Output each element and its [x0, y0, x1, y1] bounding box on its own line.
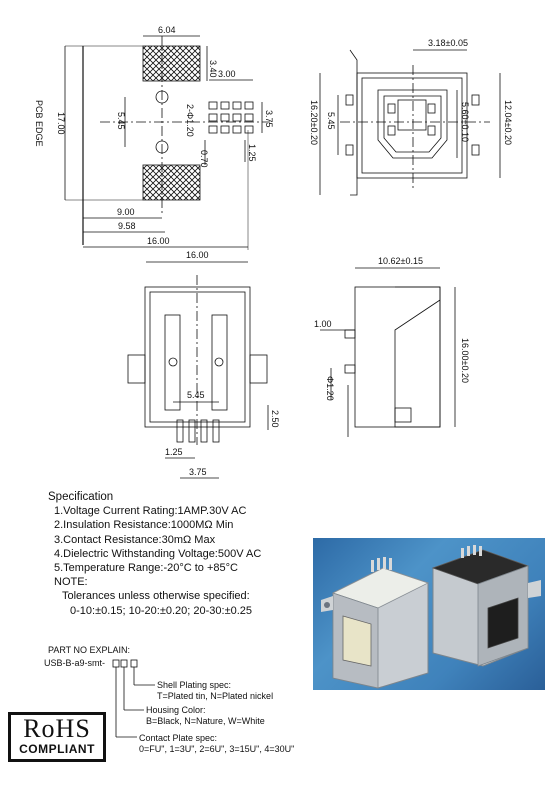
product-photo-illustration [321, 545, 541, 689]
spec-item-3: 3.Contact Resistance:30mΩ Max [54, 533, 216, 546]
dim-958: 9.58 [118, 221, 136, 231]
spec-title: Specification [48, 491, 114, 503]
dim-pin-to-edge: 3.00 [218, 69, 236, 79]
white-connector [321, 557, 430, 689]
part-no-code: USB-B-a9-smt- [44, 658, 106, 668]
housing-color-title: Housing Color: [146, 705, 206, 715]
dim-total-height: 17.00 [56, 112, 66, 135]
spec-item-5: 5.Temperature Range:-20°C to +85°C [54, 562, 238, 575]
side-dim-tab: 1.00 [314, 319, 332, 329]
dim-pad-width: 6.04 [158, 25, 176, 35]
side-dim-depth: 10.62±0.15 [378, 256, 423, 266]
bottom-dim-pin-len: 2.50 [270, 410, 280, 428]
front-dim-opening: 5.60±0.10 [460, 102, 470, 142]
bottom-dim-span: 3.75 [189, 467, 207, 477]
bottom-view [127, 261, 269, 479]
side-dim-post: Φ1.20 [325, 376, 335, 401]
housing-color-values: B=Black, N=Nature, W=White [146, 716, 265, 726]
spec-item-4: 4.Dielectric Withstanding Voltage:500V A… [54, 547, 262, 560]
black-connector [431, 545, 541, 667]
bottom-dim-pitch: 1.25 [165, 447, 183, 457]
bottom-dim-width: 16.00 [186, 250, 209, 260]
pad-bottom [142, 164, 201, 201]
spec-item-2: 2.Insulation Resistance:1000MΩ Min [54, 519, 234, 532]
part-no-title: PART NO EXPLAIN: [48, 645, 131, 655]
dim-9: 9.00 [117, 207, 135, 217]
dim-pin-width: 0.70 [199, 150, 209, 168]
front-dim-h2: 5.45 [326, 112, 336, 130]
front-view [319, 49, 501, 196]
pin-pads [208, 101, 254, 134]
contact-plate-values: 0=FU", 1=3U", 2=6U", 3=15U", 4=30U" [139, 744, 295, 754]
side-dim-height: 16.00±0.20 [460, 338, 470, 383]
front-dim-width: 3.18±0.05 [428, 38, 468, 48]
shell-plating-values: T=Plated tin, N=Plated nickel [157, 691, 274, 701]
part-no-diagram [112, 659, 155, 738]
dim-pin-pitch-row: 3.75 [264, 110, 274, 128]
shell-plating-title: Shell Plating spec: [157, 680, 232, 690]
tolerance-values: 0-10:±0.15; 10-20:±0.20; 20-30:±0.25 [70, 604, 253, 617]
spec-item-1: 1.Voltage Current Rating:1AMP.30V AC [54, 505, 247, 518]
front-dim-h1: 16.20±0.20 [309, 100, 319, 145]
pcb-edge-label: PCB EDGE [34, 100, 44, 147]
front-dim-h3: 12.04±0.20 [503, 100, 513, 145]
tolerance-title: Tolerances unless otherwise specified: [62, 590, 250, 603]
pad-top [142, 45, 201, 82]
compliant-text: COMPLIANT [19, 742, 95, 756]
specification-block: Specification 1.Voltage Current Rating:1… [48, 490, 261, 618]
rohs-text: RoHS [23, 714, 91, 743]
dim-pin-pitch: 1.25 [247, 144, 257, 162]
bottom-dim-hole-span: 5.45 [187, 390, 205, 400]
note-title: NOTE: [54, 576, 88, 589]
dim-pad-height: 3.40 [208, 60, 218, 78]
contact-plate-title: Contact Plate spec: [139, 733, 218, 743]
dim-16: 16.00 [147, 236, 170, 246]
pcb-layout-view [64, 35, 270, 250]
dim-hole-span: 5.45 [116, 112, 126, 130]
product-photo [313, 538, 545, 690]
rohs-logo: RoHS COMPLIANT [8, 712, 106, 762]
dim-hole-dia: 2-Φ1.20 [185, 104, 195, 137]
side-view [320, 267, 456, 437]
